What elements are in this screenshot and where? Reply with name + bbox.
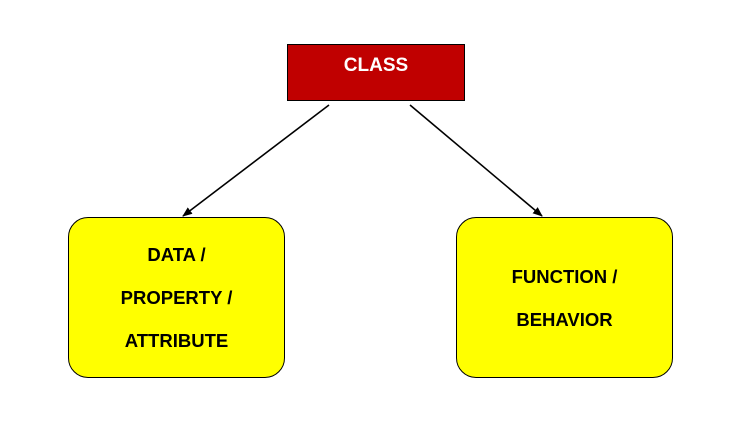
function-node-line: FUNCTION / [511,265,618,287]
data-node-line: PROPERTY / [120,287,233,308]
function-behavior-node: FUNCTION / BEHAVIOR [456,217,673,378]
function-node-line: BEHAVIOR [516,308,613,330]
data-node-line: ATTRIBUTE [124,330,229,351]
data-node-line: DATA / [147,244,206,265]
class-node-label: CLASS [343,55,409,76]
arrow-class-to-function [409,104,543,217]
arrow-class-to-data [182,104,330,217]
class-node: CLASS [287,44,465,101]
data-property-attribute-node: DATA / PROPERTY / ATTRIBUTE [68,217,285,378]
